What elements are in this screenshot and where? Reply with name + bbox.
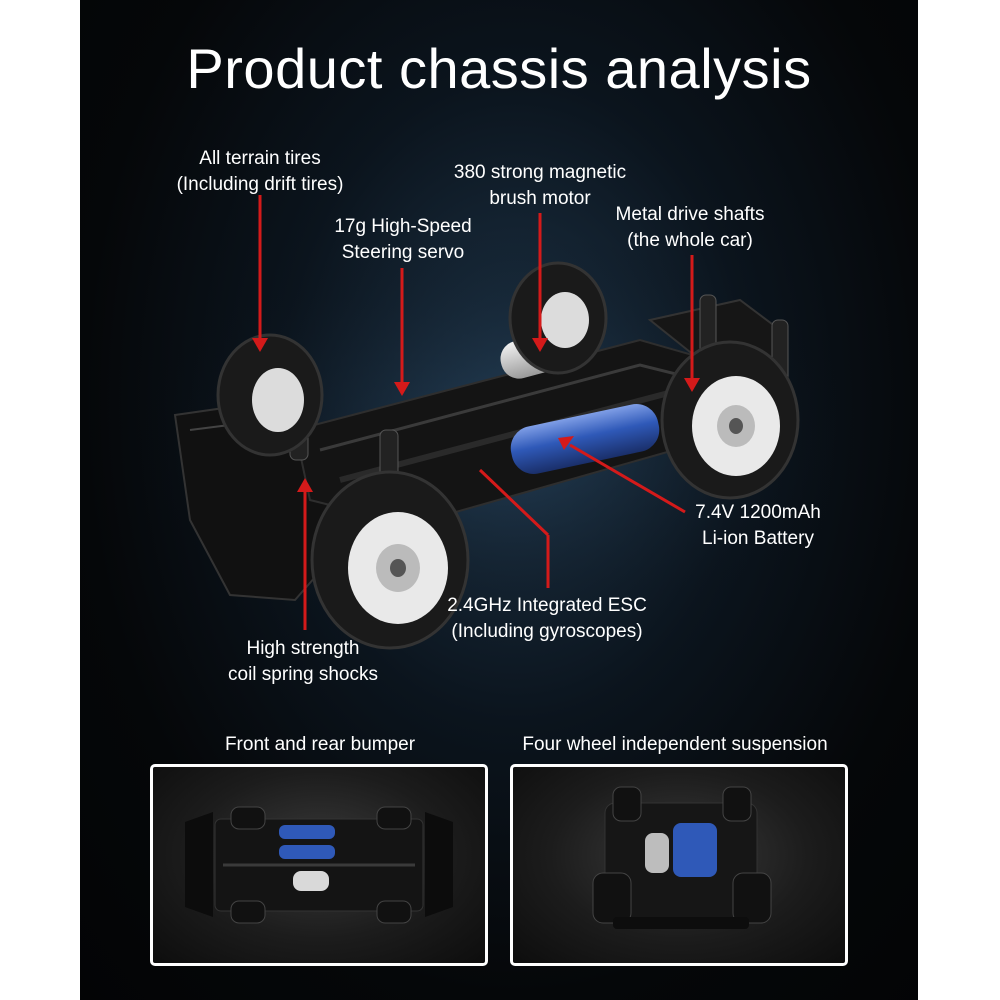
shocks-label-line1: High strength [246, 638, 360, 659]
page-title: Product chassis analysis [186, 37, 812, 100]
tires-label-line2: (Including drift tires) [176, 174, 344, 195]
product-panel: Product chassis analysis [80, 0, 918, 1000]
motor-callout: 380 strong magnetic brush motor [440, 160, 640, 212]
suspension-panel-title: Four wheel independent suspension [522, 734, 828, 755]
battery-label-line1: 7.4V 1200mAh [695, 502, 821, 523]
tires-label-line1: All terrain tires [199, 148, 321, 169]
bumper-photo-frame [150, 764, 488, 966]
shocks-label-line2: coil spring shocks [228, 664, 378, 685]
tires-callout: All terrain tires (Including drift tires… [160, 146, 360, 198]
servo-label-line2: Steering servo [341, 242, 465, 263]
shafts-callout: Metal drive shafts (the whole car) [590, 202, 790, 254]
esc-label-line2: (Including gyroscopes) [451, 621, 643, 642]
pointer-lines [258, 195, 694, 630]
servo-label-line1: 17g High-Speed [334, 216, 472, 237]
suspension-photo-frame [510, 764, 848, 966]
chassis-illustration [140, 195, 860, 650]
motor-label-line2: brush motor [489, 188, 591, 209]
motor-label-line1: 380 strong magnetic [453, 162, 627, 183]
suspension-photo [592, 786, 772, 929]
esc-callout: 2.4GHz Integrated ESC (Including gyrosco… [432, 593, 662, 645]
battery-label-line2: Li-ion Battery [702, 528, 814, 549]
shafts-label-line2: (the whole car) [627, 230, 753, 251]
battery-callout: 7.4V 1200mAh Li-ion Battery [668, 500, 848, 552]
bumper-photo [185, 806, 453, 924]
bumper-panel-title: Front and rear bumper [224, 734, 416, 755]
shafts-label-line1: Metal drive shafts [615, 204, 765, 225]
esc-label-line1: 2.4GHz Integrated ESC [447, 595, 647, 616]
servo-callout: 17g High-Speed Steering servo [303, 214, 503, 266]
shocks-callout: High strength coil spring shocks [203, 636, 403, 688]
